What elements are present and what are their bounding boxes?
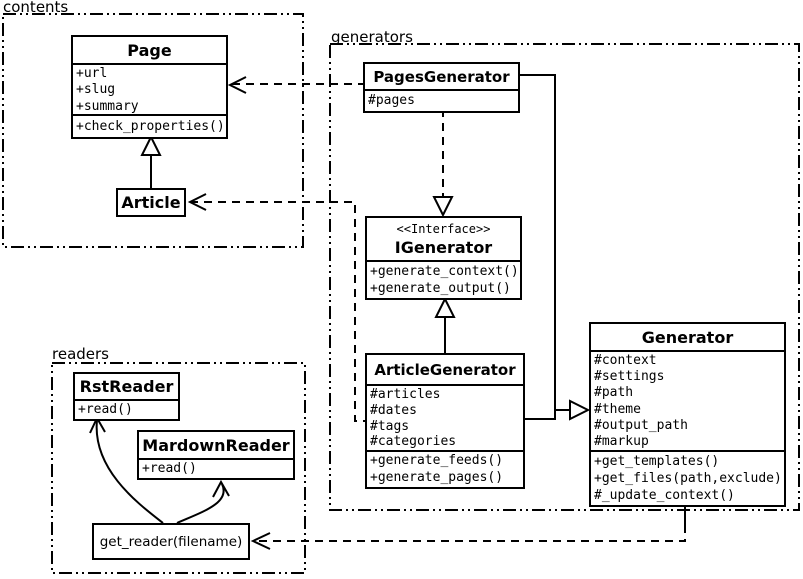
class-article-title: Article <box>121 193 181 212</box>
class-mardownreader-title: MardownReader <box>142 435 290 455</box>
attribute: #tags <box>370 418 410 434</box>
triangle-generator-generalization <box>569 399 591 421</box>
attribute: +slug <box>76 82 116 98</box>
package-readers-border <box>51 362 306 574</box>
class-igenerator-title: <<Interface>> IGenerator <box>367 218 520 260</box>
class-articlegenerator-attributes: #articles #dates #tags #categories <box>367 384 523 450</box>
class-pagesgenerator: PagesGenerator #pages <box>363 62 520 113</box>
attribute: #articles <box>370 387 441 402</box>
attribute: #pages <box>368 93 415 108</box>
class-page-methods: +check_properties() <box>73 114 226 137</box>
class-page-title: Page <box>127 40 172 60</box>
attribute: #theme <box>594 401 641 417</box>
attribute: #path <box>594 385 634 401</box>
edge-getreader-to-mardownreader <box>176 483 225 524</box>
class-articlegenerator: ArticleGenerator #articles #dates #tags … <box>365 353 525 489</box>
class-articlegenerator-title: ArticleGenerator <box>374 360 516 379</box>
get-reader-label: get_reader(filename) <box>99 533 243 550</box>
package-generators-border <box>329 43 800 511</box>
method: +generate_output() <box>370 281 511 296</box>
package-generators-label: generators <box>331 28 413 46</box>
package-contents-border <box>2 13 304 248</box>
class-generator: Generator #context #settings #path #them… <box>589 322 786 507</box>
class-generator-methods: +get_templates() +get_files(path,exclude… <box>591 450 784 505</box>
class-igenerator-methods: +generate_context() +generate_output() <box>367 260 520 298</box>
triangle-igenerator-top-realization <box>432 196 454 218</box>
edge-getreader-to-rstreader <box>95 419 164 524</box>
method: +read() <box>78 402 133 417</box>
class-generator-attributes: #context #settings #path #theme #output_… <box>591 350 784 450</box>
class-pagesgenerator-attributes: #pages <box>365 89 518 111</box>
arrowhead-into-getreader <box>250 532 271 550</box>
attribute: +url <box>76 66 108 81</box>
package-contents-label: contents <box>3 0 69 16</box>
edge-generator-depends-getreader <box>253 525 686 542</box>
class-pagesgenerator-title: PagesGenerator <box>373 67 510 86</box>
attribute: #settings <box>594 369 665 385</box>
class-rstreader: RstReader +read() <box>73 372 180 421</box>
method: +generate_pages() <box>370 469 504 485</box>
triangle-igenerator-bottom-generalization <box>434 296 456 318</box>
class-generator-title: Generator <box>641 327 734 347</box>
arrowhead-into-page <box>227 76 247 94</box>
attribute: #context <box>594 353 657 368</box>
class-mardownreader-methods: +read() <box>139 458 293 478</box>
method: +generate_context() <box>370 264 519 279</box>
attribute: #output_path <box>594 417 688 433</box>
attribute: #dates <box>370 402 417 418</box>
edge-articlegenerator-depends-article <box>190 201 365 422</box>
arrowhead-into-mardownreader <box>212 479 230 498</box>
class-mardownreader: MardownReader +read() <box>137 430 295 480</box>
class-igenerator: <<Interface>> IGenerator +generate_conte… <box>365 216 522 300</box>
method: +generate_feeds() <box>370 453 504 468</box>
method: +check_properties() <box>76 119 225 134</box>
class-page-attributes: +url +slug +summary <box>73 63 226 114</box>
attribute: #markup <box>594 434 649 450</box>
class-igenerator-name: IGenerator <box>394 238 493 257</box>
triangle-page-generalization <box>140 134 162 156</box>
edge-articlegenerator-extends-generator <box>525 410 556 420</box>
attribute: #categories <box>370 434 457 450</box>
method: +read() <box>142 461 197 476</box>
class-articlegenerator-methods: +generate_feeds() +generate_pages() <box>367 450 523 487</box>
attribute: +summary <box>76 98 139 114</box>
package-readers-label: readers <box>52 345 109 363</box>
class-page: Page +url +slug +summary +check_properti… <box>71 35 228 139</box>
method: #_update_context() <box>594 488 735 504</box>
method: +get_files(path,exclude) <box>594 471 782 487</box>
class-article: Article <box>116 188 186 217</box>
class-rstreader-methods: +read() <box>75 399 178 419</box>
method: +get_templates() <box>594 454 720 469</box>
class-rstreader-title: RstReader <box>79 377 174 396</box>
get-reader-box: get_reader(filename) <box>92 523 250 560</box>
class-igenerator-stereotype: <<Interface>> <box>396 222 491 236</box>
arrowhead-into-article <box>187 193 207 211</box>
edge-pagesgenerator-extends-generator <box>520 74 570 411</box>
